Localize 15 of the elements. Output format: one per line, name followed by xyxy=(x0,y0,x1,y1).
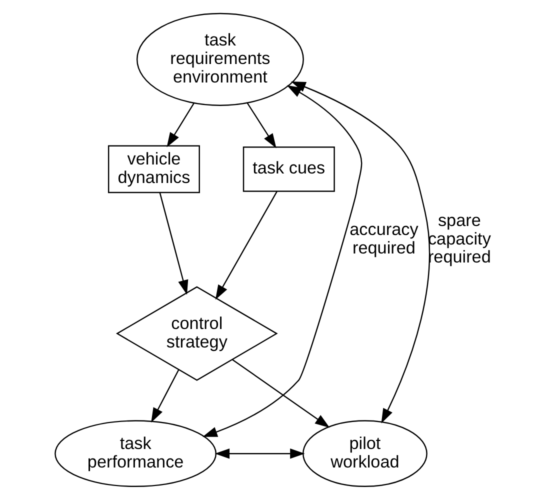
node-ellipse: pilot workload xyxy=(302,420,428,488)
node-ellipse: task performance xyxy=(54,420,217,488)
arrow xyxy=(215,191,278,300)
arrow xyxy=(159,192,188,295)
arrow xyxy=(151,369,180,423)
node-box: task cues xyxy=(242,146,335,192)
node-box: vehicle dynamics xyxy=(108,145,200,194)
arrow xyxy=(202,85,362,437)
arrow xyxy=(232,359,330,428)
arrow xyxy=(290,82,430,424)
arrow xyxy=(246,102,276,148)
arrow xyxy=(214,448,305,459)
arrow xyxy=(166,103,194,148)
node-diamond: control strategy xyxy=(116,286,278,381)
edge-label: accuracy required xyxy=(350,219,418,258)
